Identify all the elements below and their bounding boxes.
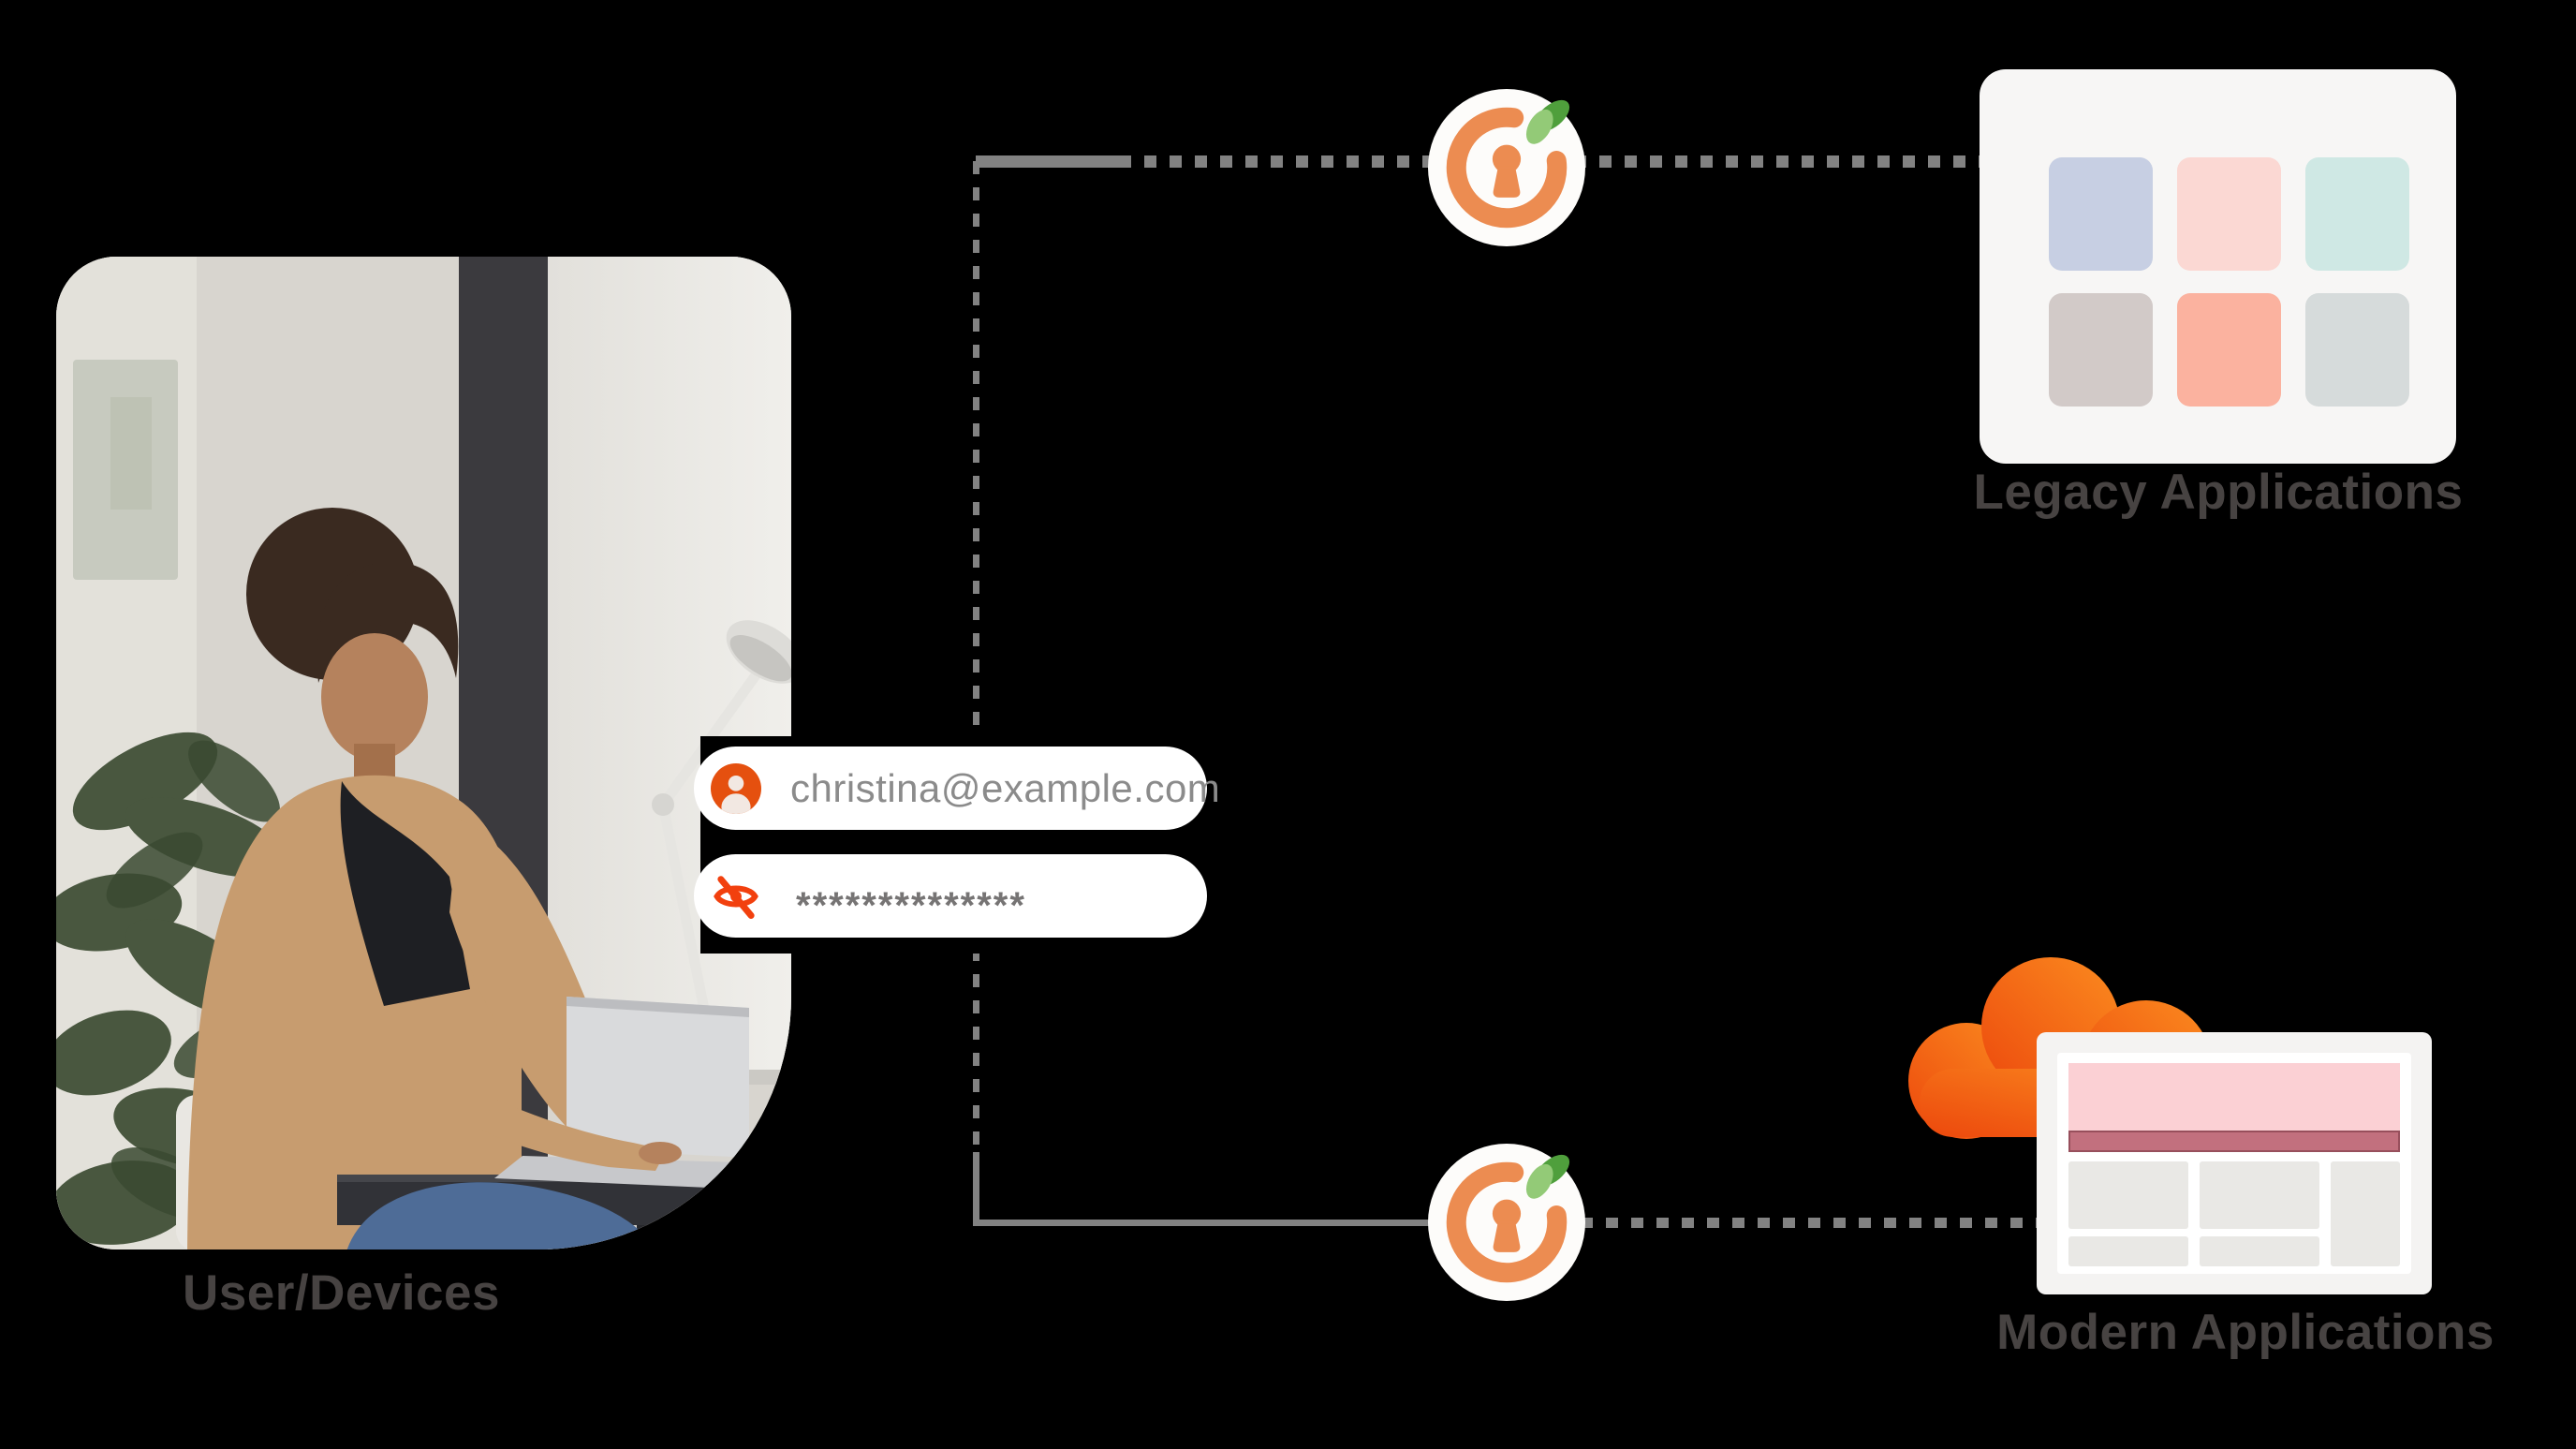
content-block [2200, 1161, 2319, 1229]
window-column [2068, 1161, 2188, 1266]
password-field[interactable]: ************** [694, 854, 1207, 938]
email-field[interactable]: christina@example.com [694, 747, 1220, 830]
legacy-app-tile [2177, 293, 2281, 407]
connector-vertical-dashed [973, 161, 979, 1152]
window-content-grid [2068, 1161, 2400, 1266]
legacy-applications-label: Legacy Applications [1973, 465, 2464, 520]
keyhole-leaf-icon [1428, 89, 1585, 246]
connector-vertical-solid [973, 1152, 979, 1226]
user-photo-illustration [56, 257, 791, 1249]
legacy-apps-card [1980, 69, 2456, 464]
user-devices-label: User/Devices [183, 1265, 500, 1321]
email-value: christina@example.com [790, 765, 1221, 810]
window-hero-banner [2068, 1063, 2400, 1131]
person [187, 508, 657, 1249]
eye-off-icon [710, 870, 762, 923]
laptop [494, 997, 770, 1190]
legacy-app-tile-grid [2049, 157, 2456, 407]
auth-badge-top [1428, 89, 1585, 246]
content-block [2331, 1161, 2400, 1266]
connector-bottom-dashed [1581, 1218, 2043, 1228]
modern-app-window [2037, 1032, 2432, 1294]
window-column [2200, 1161, 2319, 1266]
content-block [2068, 1236, 2188, 1266]
legacy-app-tile [2305, 157, 2409, 271]
content-block [2068, 1161, 2188, 1229]
modern-app-window-panel [2057, 1053, 2411, 1274]
connector-bottom-solid [976, 1220, 1442, 1226]
user-photo [56, 257, 791, 1249]
legacy-app-tile [2049, 157, 2153, 271]
legacy-app-tile [2305, 293, 2409, 407]
window-column [2331, 1161, 2400, 1266]
content-block [2200, 1236, 2319, 1266]
password-masked-value: ************** [796, 885, 1026, 926]
jeans [346, 1182, 656, 1249]
modern-applications-label: Modern Applications [1996, 1305, 2495, 1360]
auth-badge-bottom [1428, 1144, 1585, 1301]
keyhole-leaf-icon [1428, 1144, 1585, 1301]
connector-top-start-segment [976, 155, 1131, 168]
legacy-app-tile [2177, 157, 2281, 271]
user-avatar-icon [710, 762, 762, 815]
legacy-app-tile [2049, 293, 2153, 407]
window-banner-strip [2068, 1131, 2400, 1152]
